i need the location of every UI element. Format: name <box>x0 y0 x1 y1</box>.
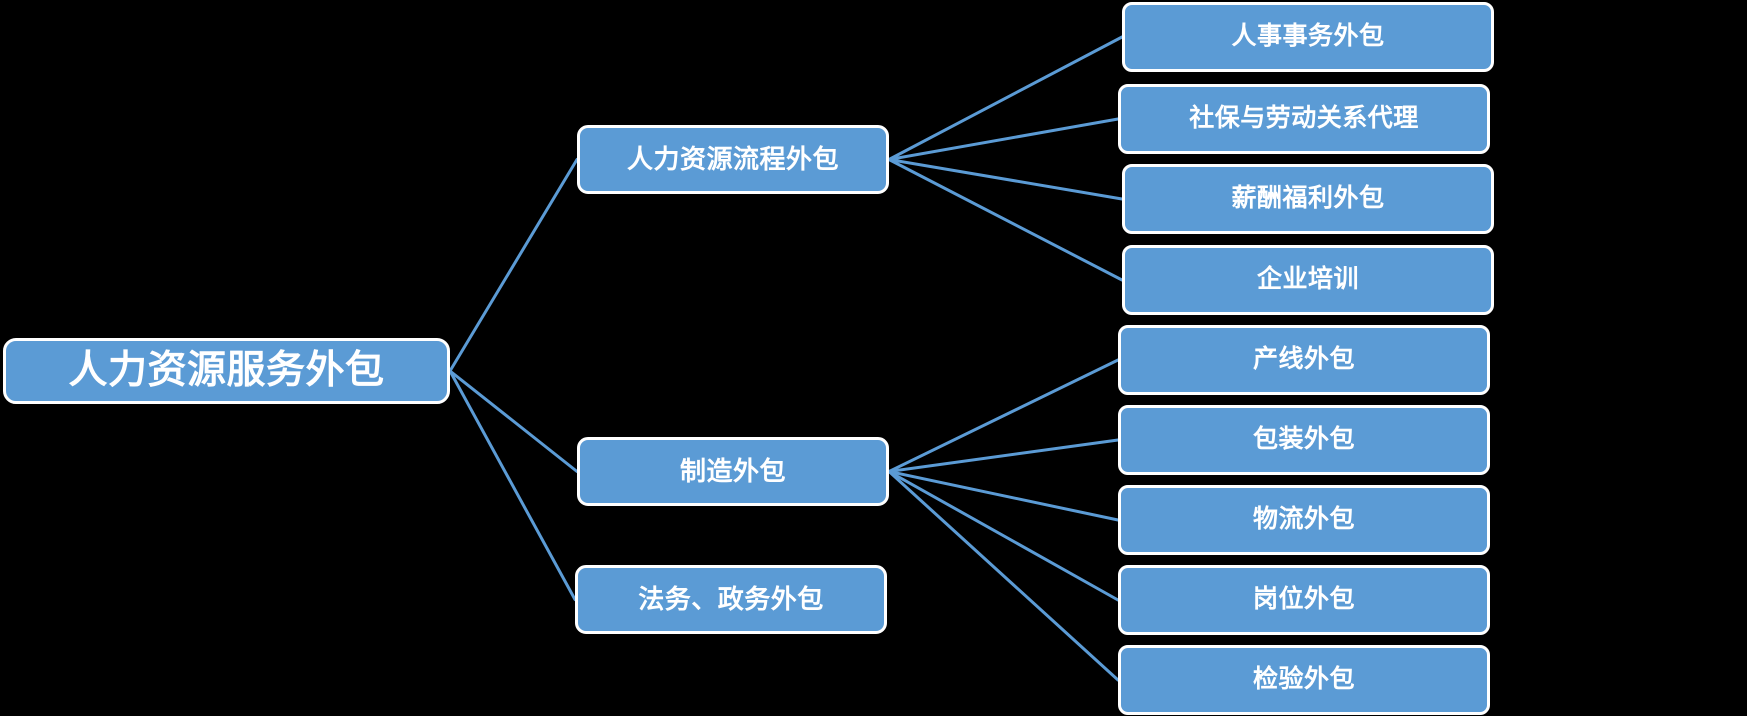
leaf-node-packaging[interactable]: 包装外包 <box>1118 405 1490 475</box>
leaf-node-inspection[interactable]: 检验外包 <box>1118 645 1490 715</box>
leaf-node-personnel-affairs-label: 人事事务外包 <box>1231 22 1385 51</box>
leaf-node-enterprise-training-label: 企业培训 <box>1256 265 1359 294</box>
leaf-node-social-insurance-label: 社保与劳动关系代理 <box>1189 104 1419 133</box>
connector-manufacturing-to-inspection <box>887 470 1120 682</box>
leaf-node-payroll-benefits-label: 薪酬福利外包 <box>1231 184 1385 213</box>
connector-manufacturing-to-logistics <box>887 470 1120 522</box>
branch-node-legal-government[interactable]: 法务、政务外包 <box>575 565 887 634</box>
connector-manufacturing-to-post-staffing <box>887 470 1120 602</box>
leaf-node-production-line[interactable]: 产线外包 <box>1118 325 1490 395</box>
leaf-node-enterprise-training[interactable]: 企业培训 <box>1122 245 1494 315</box>
connector-root-to-hr-process <box>448 158 579 373</box>
branch-node-legal-government-label: 法务、政务外包 <box>638 584 824 615</box>
root-node-label: 人力资源服务外包 <box>68 348 385 392</box>
branch-node-manufacturing-label: 制造外包 <box>679 456 786 487</box>
connector-hr-process-to-enterprise-training <box>887 158 1124 282</box>
leaf-node-packaging-label: 包装外包 <box>1252 425 1355 454</box>
connector-hr-process-to-personnel-affairs <box>887 35 1124 161</box>
branch-node-manufacturing[interactable]: 制造外包 <box>577 437 889 506</box>
branch-node-hr-process-label: 人力资源流程外包 <box>626 144 839 175</box>
leaf-node-post-staffing[interactable]: 岗位外包 <box>1118 565 1490 635</box>
connector-manufacturing-to-packaging <box>887 438 1120 473</box>
leaf-node-logistics[interactable]: 物流外包 <box>1118 485 1490 555</box>
leaf-node-post-staffing-label: 岗位外包 <box>1252 585 1355 614</box>
connector-hr-process-to-social-insurance <box>887 117 1120 161</box>
connector-root-to-manufacturing <box>448 369 579 473</box>
connector-root-to-legal-government <box>448 369 577 601</box>
leaf-node-payroll-benefits[interactable]: 薪酬福利外包 <box>1122 164 1494 234</box>
leaf-node-logistics-label: 物流外包 <box>1252 505 1355 534</box>
leaf-node-production-line-label: 产线外包 <box>1252 345 1355 374</box>
connector-manufacturing-to-production-line <box>887 358 1120 473</box>
connector-hr-process-to-payroll-benefits <box>887 158 1124 201</box>
root-node[interactable]: 人力资源服务外包 <box>3 338 450 404</box>
leaf-node-personnel-affairs[interactable]: 人事事务外包 <box>1122 2 1494 72</box>
leaf-node-inspection-label: 检验外包 <box>1252 665 1355 694</box>
branch-node-hr-process[interactable]: 人力资源流程外包 <box>577 125 889 194</box>
leaf-node-social-insurance[interactable]: 社保与劳动关系代理 <box>1118 84 1490 154</box>
